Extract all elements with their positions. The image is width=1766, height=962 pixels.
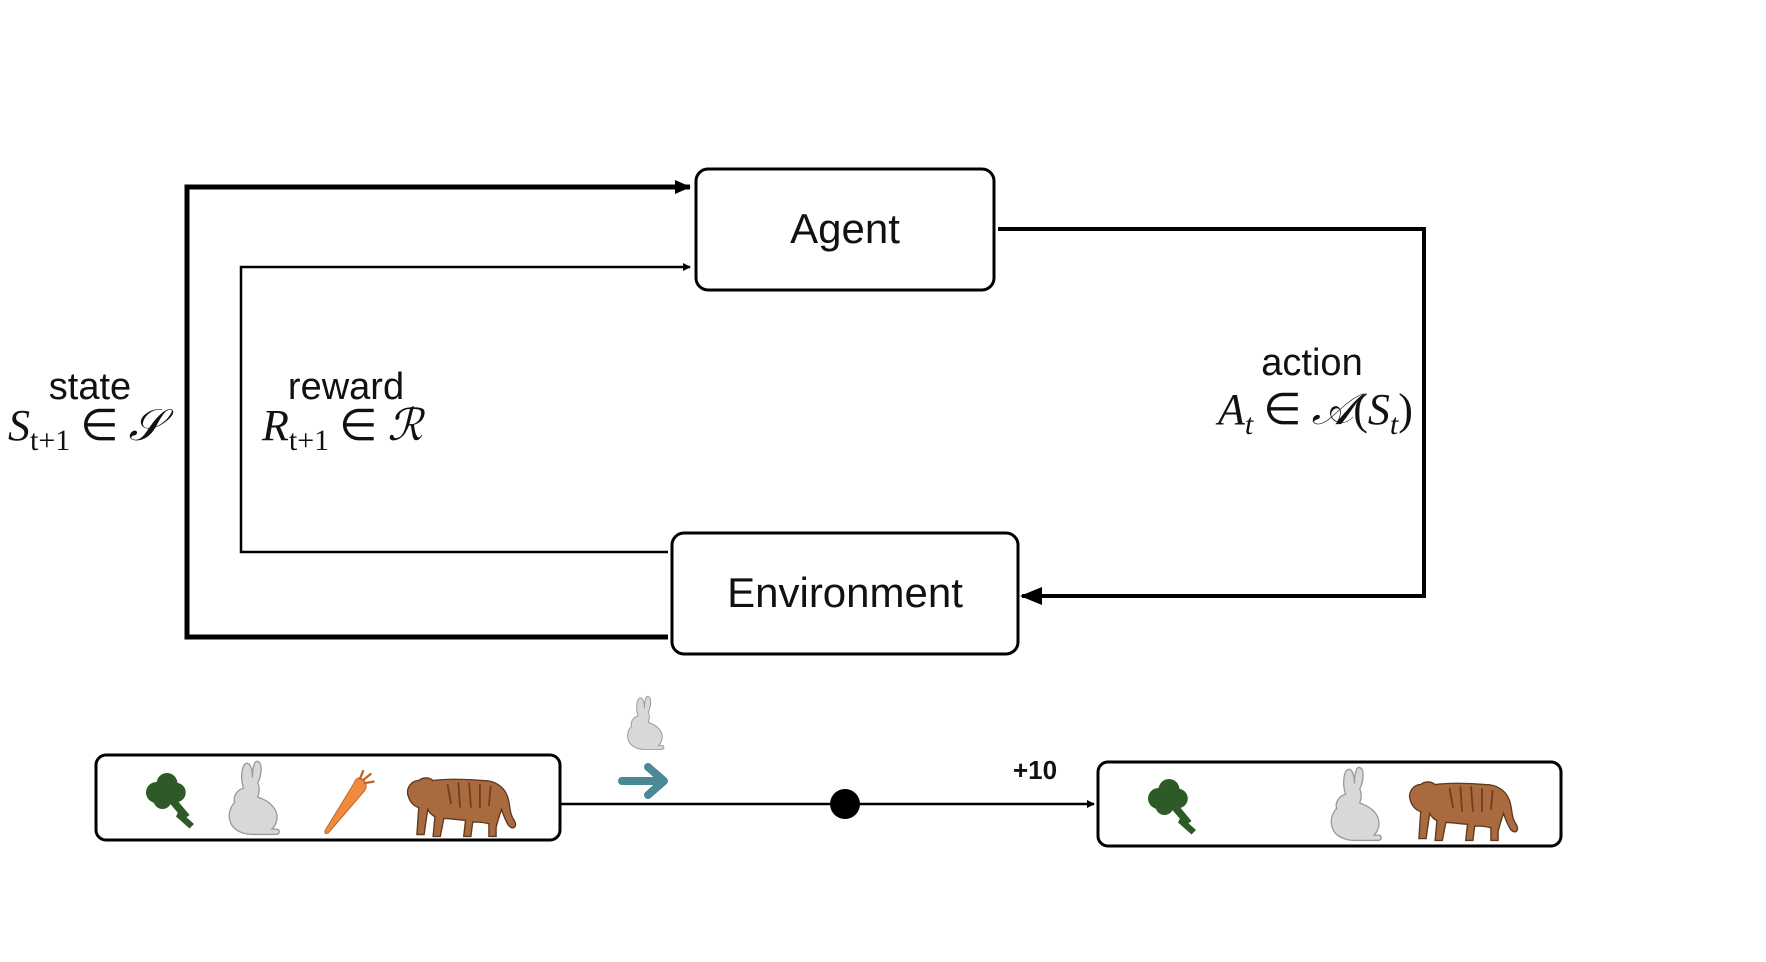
reward-symbol: R xyxy=(261,401,289,450)
action-word: action xyxy=(1261,342,1362,384)
reward-word: reward xyxy=(288,366,404,408)
reward-arrow xyxy=(239,263,691,554)
action-arg-open: ( xyxy=(1353,385,1368,434)
action-formula: At∈𝒜(St) xyxy=(1215,385,1413,441)
environment-label: Environment xyxy=(727,569,963,616)
state-word: state xyxy=(49,366,131,408)
agent-label: Agent xyxy=(790,205,900,252)
action-symbol: A xyxy=(1215,385,1246,434)
action-subscript: t xyxy=(1245,408,1254,441)
environment-box xyxy=(670,531,1020,656)
moving-rabbit-icon xyxy=(627,695,665,750)
action-arg-close: ) xyxy=(1398,385,1413,434)
agent-box xyxy=(694,167,996,292)
action-arg-symbol: S xyxy=(1368,385,1390,434)
state-set: 𝒮 xyxy=(129,401,174,450)
state-formula: St+1 ∈𝒮 xyxy=(8,401,174,457)
action-relation: ∈ xyxy=(1263,385,1301,434)
state-symbol: S xyxy=(8,401,30,450)
state-subscript: t+1 xyxy=(30,424,70,457)
state-relation: ∈ xyxy=(80,401,118,450)
transition-reward: +10 xyxy=(1013,755,1057,785)
reward-formula: Rt+1 ∈ℛ xyxy=(261,401,425,457)
state-arrow xyxy=(184,180,691,640)
reward-subscript: t+1 xyxy=(289,424,329,457)
reward-set: ℛ xyxy=(387,401,425,450)
action-arrow xyxy=(998,227,1426,605)
action-arg-subscript: t xyxy=(1390,408,1399,441)
reward-relation: ∈ xyxy=(339,401,377,450)
right-arrow-icon xyxy=(618,763,668,799)
